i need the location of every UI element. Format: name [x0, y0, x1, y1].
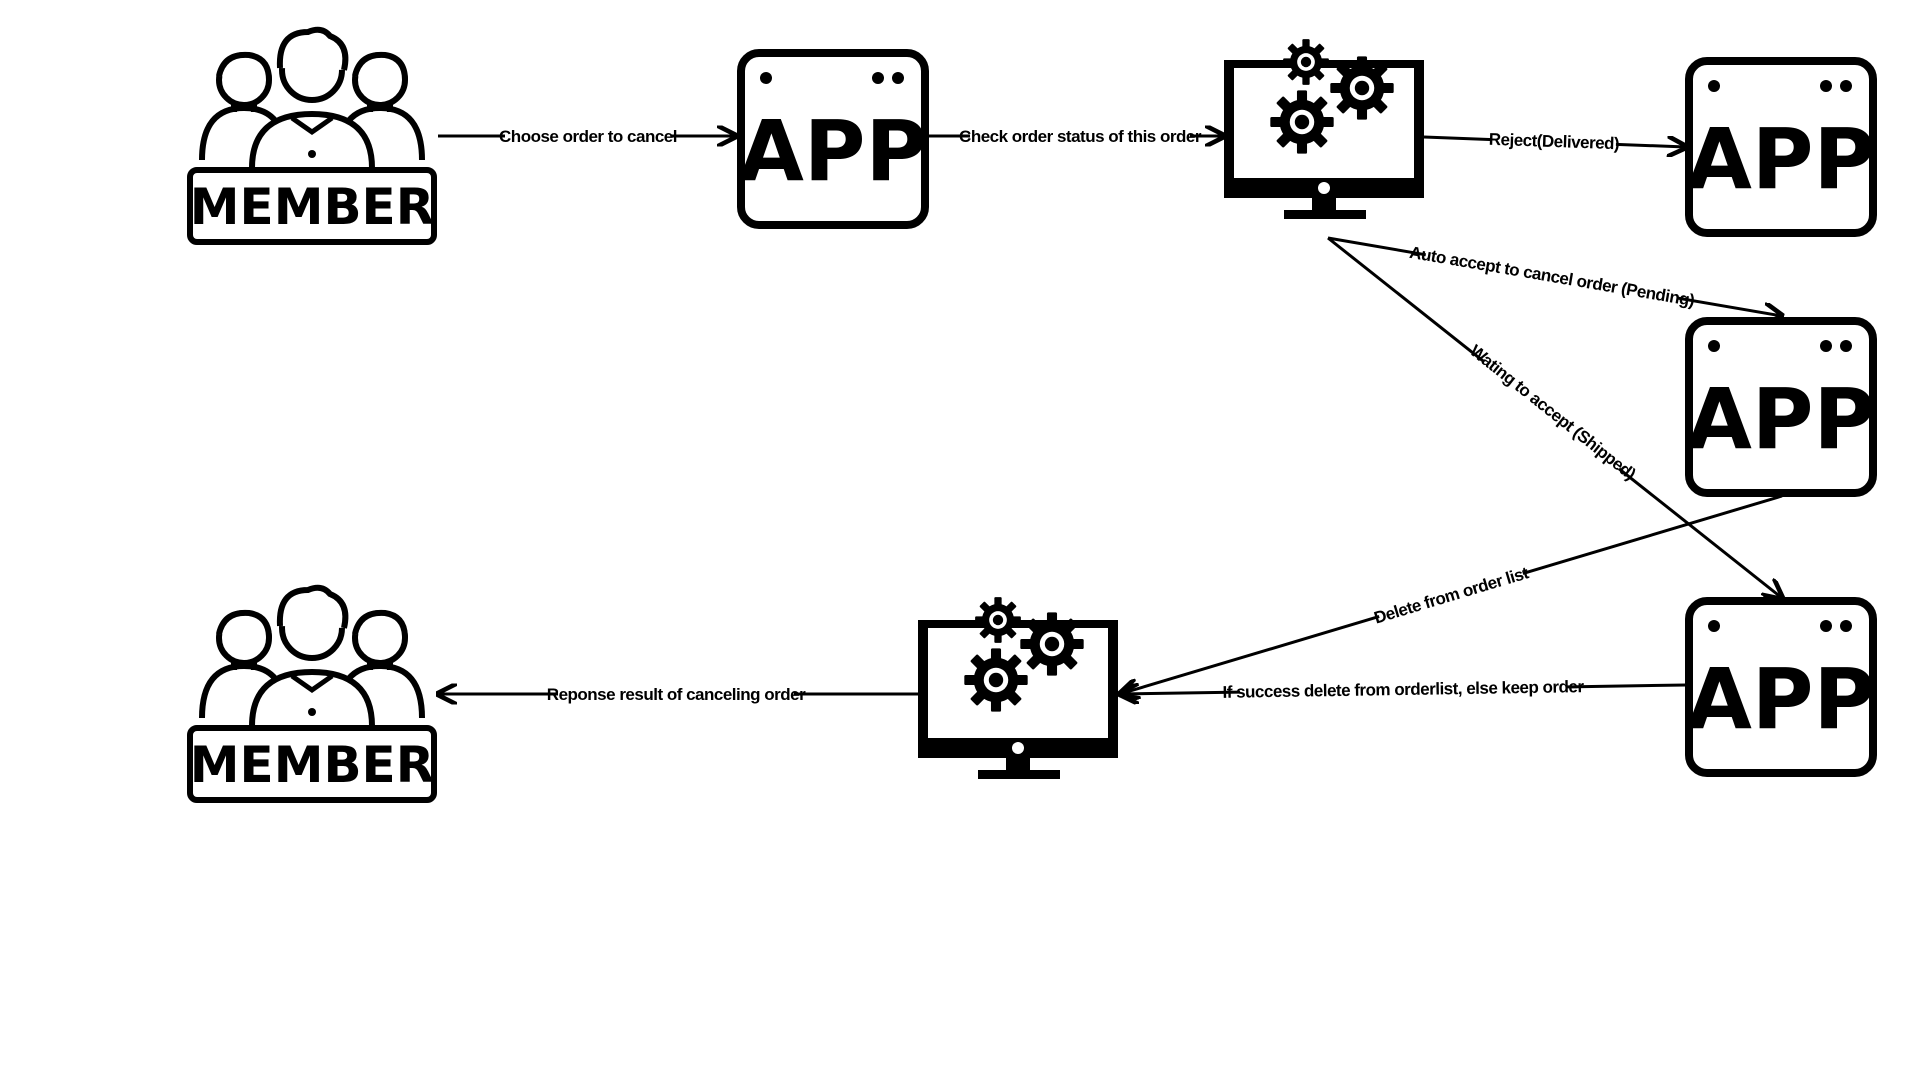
edge-reject-delivered: Reject(Delivered) — [1423, 125, 1686, 156]
edge-auto-accept-pending: Auto accept to cancel order (Pending) — [1327, 236, 1782, 316]
app-delivered-label: APP — [1687, 110, 1875, 208]
member-bottom-node: MEMBER — [187, 584, 437, 803]
member-group-icon — [202, 26, 422, 169]
monitor-gears-icon — [918, 597, 1118, 779]
edge-delete-from-list: Delete from order list — [1120, 494, 1783, 694]
server-top-node — [1224, 39, 1424, 219]
app-1-label: APP — [739, 102, 927, 200]
edge-label-choose-order: Choose order to cancel — [499, 127, 677, 146]
app-pending-label: APP — [1687, 370, 1875, 468]
member-bottom-label: MEMBER — [190, 736, 434, 794]
edge-choose-order: Choose order to cancel — [438, 122, 736, 148]
edge-label-auto-accept-pending: Auto accept to cancel order (Pending) — [1408, 243, 1696, 310]
monitor-gears-icon — [1224, 39, 1424, 219]
app-dot-icon — [760, 72, 772, 84]
edge-label-reject-delivered: Reject(Delivered) — [1488, 130, 1619, 154]
member-top-node: MEMBER — [187, 26, 437, 245]
edge-label-check-status: Check order status of this order — [959, 127, 1202, 146]
edge-label-waiting-shipped: Wating to accept (Shipped) — [1466, 341, 1639, 484]
edge-label-response-result: Reponse result of canceling order — [547, 685, 806, 704]
edge-label-delete-from-list: Delete from order list — [1372, 563, 1532, 627]
app-node-pending: APP — [1685, 317, 1877, 497]
edge-if-success: If success delete from orderlist, else k… — [1120, 672, 1687, 704]
edge-response-result: Reponse result of canceling order — [438, 680, 918, 706]
app-node-delivered: APP — [1685, 57, 1877, 237]
member-top-label: MEMBER — [190, 178, 434, 236]
server-bottom-node — [918, 597, 1118, 779]
edge-check-status: Check order status of this order — [926, 122, 1224, 148]
app-shipped-label: APP — [1687, 650, 1875, 748]
member-group-icon — [202, 584, 422, 727]
app-node-shipped: APP — [1685, 597, 1877, 777]
app-node-1: APP — [737, 49, 929, 229]
